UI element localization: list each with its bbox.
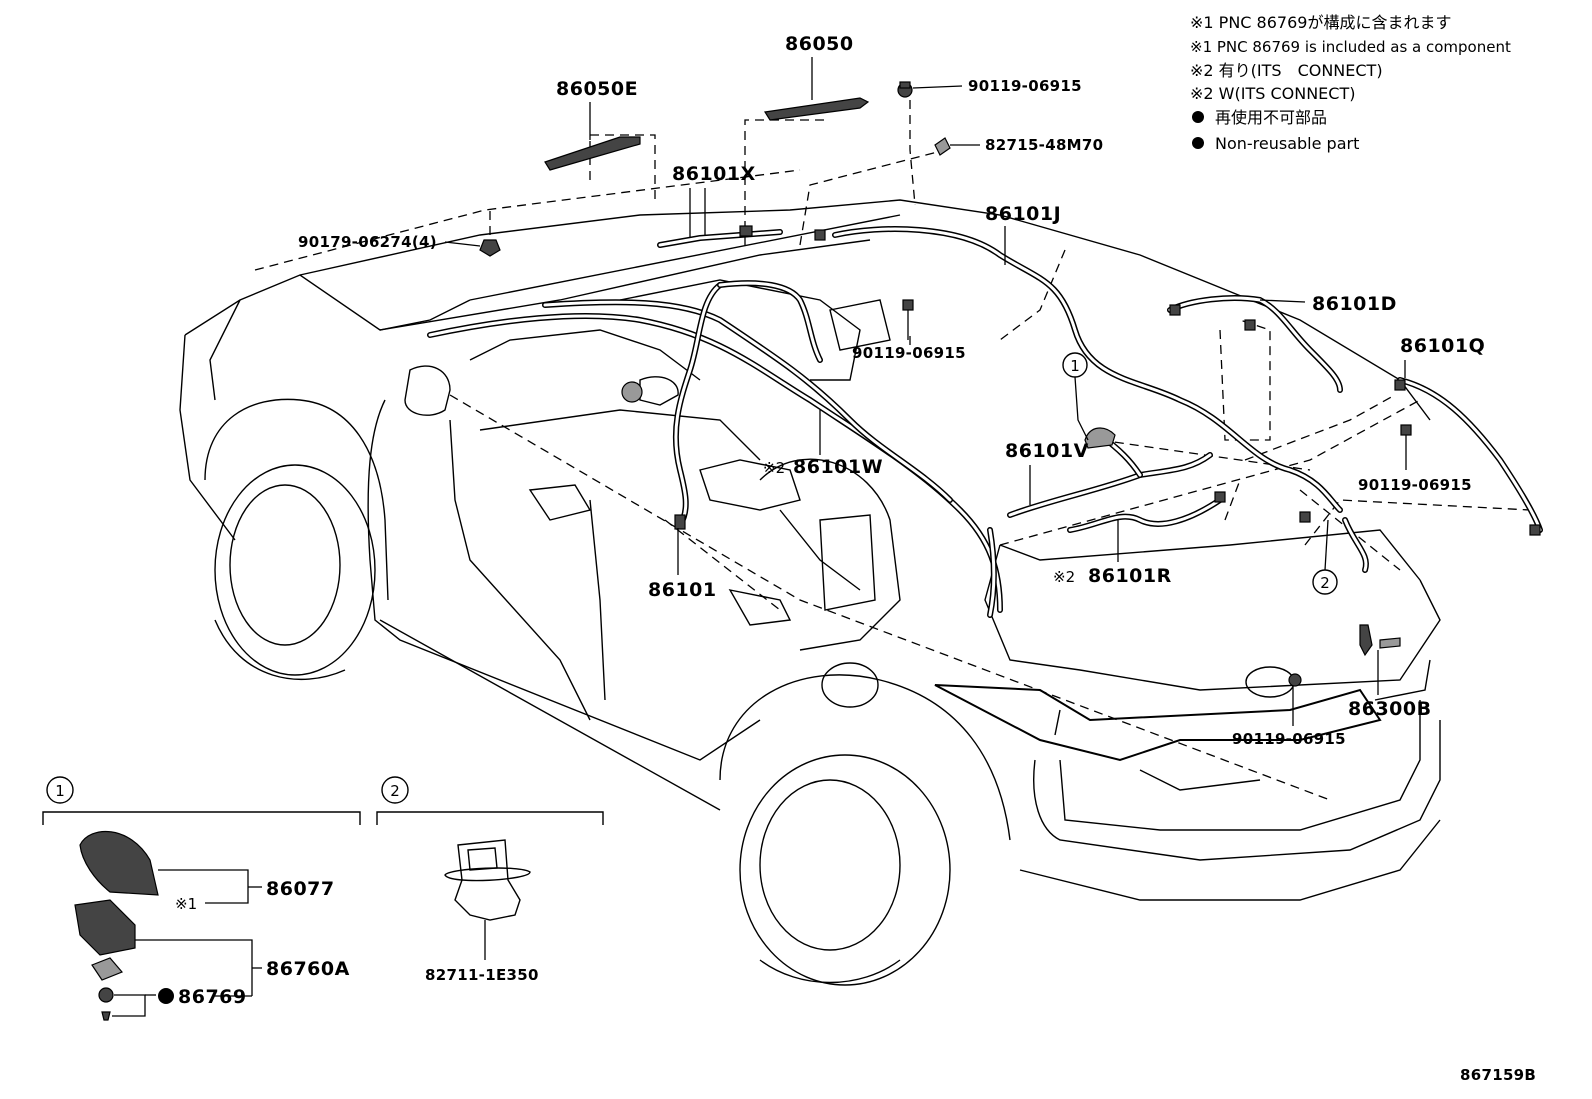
garnish-86050e	[544, 136, 641, 171]
part-86101v-label: 86101V	[1005, 440, 1089, 462]
inset-2-clip: 2 82711-1E350	[376, 776, 604, 984]
illustration-code: 867159B	[1460, 1066, 1536, 1084]
part-86101r-label: 86101R	[1088, 565, 1172, 587]
antenna-cover-86077-icon	[79, 830, 159, 896]
clip-top-label: 82715-48M70	[985, 136, 1103, 154]
part-86101d-label: 86101D	[1312, 293, 1397, 315]
w2-mark-b: ※2	[1053, 568, 1075, 586]
callout-circles: 1 2	[1062, 352, 1338, 595]
part-86769-label: 86769	[178, 986, 247, 1008]
antenna-base-86760a-icon	[74, 899, 136, 956]
part-86101w-label: 86101W	[793, 456, 883, 478]
clip-82715-icon	[934, 137, 951, 156]
antenna-screw-icon	[101, 1011, 111, 1021]
bracket-86300b-icon	[1359, 624, 1373, 657]
legend-dot-1-icon	[1192, 111, 1204, 123]
nut-90179-icon	[479, 239, 501, 257]
legend-dot-2-icon	[1192, 137, 1204, 149]
nut4-label: 90179-06274(4)	[298, 233, 437, 251]
small-parts	[479, 81, 1541, 687]
bolt-mid-icon	[902, 299, 914, 311]
note-line-2: ※1 PNC 86769 is included as a component	[1190, 38, 1511, 56]
roof-antenna-icon	[1084, 427, 1116, 449]
part-86101x-label: 86101X	[672, 163, 756, 185]
bolt-rear-label: 90119-06915	[1232, 730, 1346, 748]
bolt-right-label: 90119-06915	[1358, 476, 1472, 494]
bolt-right-icon	[1400, 424, 1412, 436]
part-86300b-label: 86300B	[1348, 698, 1432, 720]
inset-1-number: 1	[55, 782, 65, 800]
dashed-leader-lines	[254, 100, 1531, 801]
part-86101-label: 86101	[648, 579, 717, 601]
callout-1-label: 1	[1070, 357, 1080, 375]
note-line-3: ※2 有り(ITS CONNECT)	[1190, 61, 1383, 80]
note-line-6: Non-reusable part	[1215, 134, 1359, 153]
gasket-icon	[91, 957, 124, 981]
antenna-nut-icon	[98, 987, 114, 1003]
w2-mark-a: ※2	[763, 459, 785, 477]
bolt-rear-icon	[1288, 673, 1302, 687]
bolt-mid-label: 90119-06915	[852, 344, 966, 362]
part-86050-label: 86050	[785, 33, 854, 55]
vehicle-body-outline	[179, 199, 1441, 986]
note-line-5: 再使用不可部品	[1215, 108, 1327, 127]
inset-2-number: 2	[390, 782, 400, 800]
clip-82711-label: 82711-1E350	[425, 966, 539, 984]
non-reusable-dot-icon	[158, 988, 174, 1004]
w1-mark: ※1	[175, 895, 197, 913]
part-86050e-label: 86050E	[556, 78, 638, 100]
note-line-4: ※2 W(ITS CONNECT)	[1190, 84, 1355, 103]
bolt-top-label: 90119-06915	[968, 77, 1082, 95]
part-86101q-label: 86101Q	[1400, 335, 1485, 357]
note-line-1: ※1 PNC 86769が構成に含まれます	[1190, 13, 1451, 32]
clip-82711-icon	[454, 839, 521, 921]
antenna-cables	[427, 226, 1543, 618]
inset-1-antenna-assembly: 1 ※1 86077 86760A 86769	[42, 776, 361, 1021]
legend-notes: ※1 PNC 86769が構成に含まれます ※1 PNC 86769 is in…	[1190, 13, 1511, 153]
part-86077-label: 86077	[266, 878, 335, 900]
callout-2-label: 2	[1320, 574, 1330, 592]
garnish-86050	[764, 97, 870, 121]
part-labels: 86050 86050E 86101X 90119-06915 82715-48…	[298, 33, 1485, 748]
part-86760a-label: 86760A	[266, 958, 350, 980]
part-86101j-label: 86101J	[985, 203, 1061, 225]
